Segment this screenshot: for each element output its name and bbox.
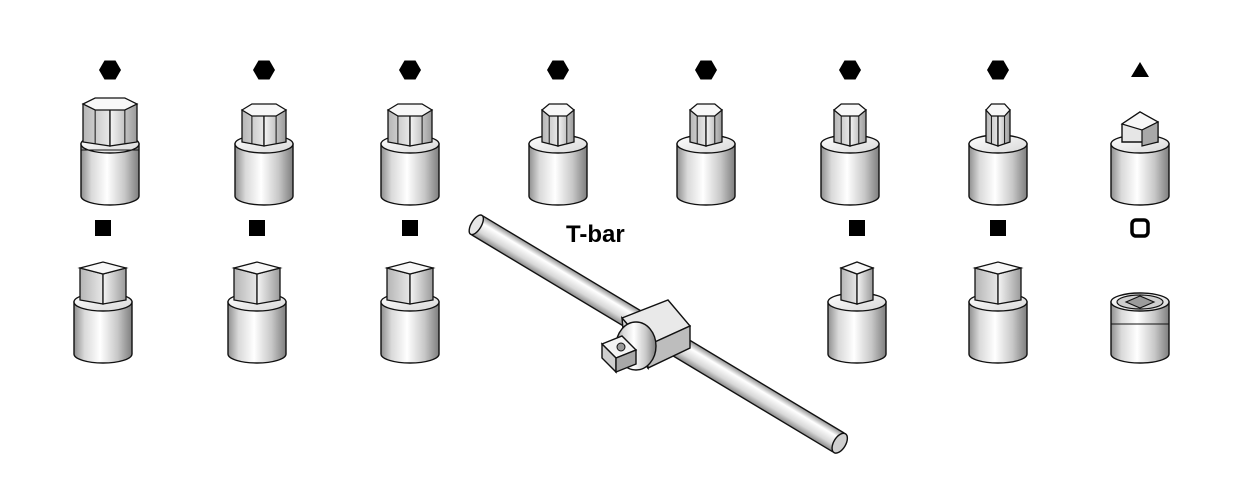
t-bar-end-right [831,432,849,454]
square-socket-1 [73,220,133,364]
socket-body [1110,301,1170,364]
hex-socket-6 [820,60,880,206]
hexagon-icon [253,60,275,80]
hexagon-icon [547,60,569,80]
hexagon-icon [987,60,1009,80]
socket-body [80,143,140,206]
socket-body [968,301,1028,364]
hex-socket-2 [234,60,294,206]
socket-body [73,301,133,364]
square-outline-icon [1130,218,1150,238]
hexagon-icon [99,60,121,80]
hex-socket-4 [528,60,588,206]
triangle-icon [1131,62,1149,77]
t-bar-end-left [468,214,485,236]
t-bar-label: T-bar [566,221,625,248]
hexagon-icon [399,60,421,80]
socket-body [827,301,887,364]
square-recess-socket [1110,218,1170,364]
hex-socket-1 [80,60,140,206]
t-bar-tool: T-bar [468,214,849,454]
hex-socket-5 [676,60,736,206]
square-icon [990,220,1006,236]
t-bar-head [600,299,692,374]
square-icon [95,220,111,236]
socket-body [227,301,287,364]
socket-body [234,143,294,206]
hexagon-icon [695,60,717,80]
square-socket-2 [227,220,287,364]
triangle-socket [1110,62,1170,206]
square-icon [849,220,865,236]
square-socket-5 [968,220,1028,364]
socket-body [968,143,1028,206]
sockets-group [73,60,1170,364]
hex-socket-3 [380,60,440,206]
socket-body [380,143,440,206]
hex-socket-7 [968,60,1028,206]
socket-body [676,143,736,206]
hexagon-icon [839,60,861,80]
square-socket-3 [380,220,440,364]
socket-body [528,143,588,206]
socket-body [820,143,880,206]
socket-body [1110,143,1170,206]
socket-body [380,301,440,364]
square-icon [249,220,265,236]
square-icon [402,220,418,236]
square-socket-4 [827,220,887,364]
